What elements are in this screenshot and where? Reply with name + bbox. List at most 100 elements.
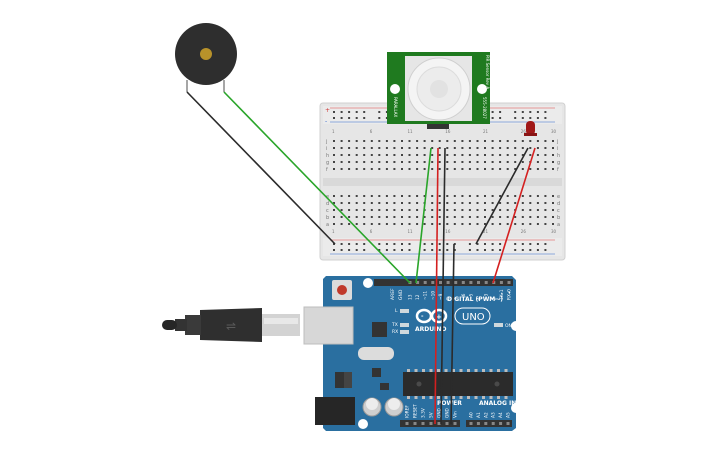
rail-hole[interactable] bbox=[476, 243, 479, 245]
breadboard-hole[interactable] bbox=[506, 168, 509, 170]
breadboard-hole[interactable] bbox=[552, 168, 554, 170]
breadboard-hole[interactable] bbox=[491, 161, 494, 163]
breadboard-hole[interactable] bbox=[431, 223, 434, 225]
breadboard-hole[interactable] bbox=[408, 202, 411, 204]
breadboard-hole[interactable] bbox=[378, 209, 381, 211]
breadboard-hole[interactable] bbox=[378, 195, 381, 197]
breadboard-hole[interactable] bbox=[499, 202, 502, 204]
rail-hole[interactable] bbox=[348, 249, 351, 251]
breadboard-hole[interactable] bbox=[355, 223, 358, 225]
rail-hole[interactable] bbox=[536, 111, 539, 113]
breadboard-hole[interactable] bbox=[416, 140, 419, 142]
rail-hole[interactable] bbox=[408, 249, 411, 251]
rail-hole[interactable] bbox=[521, 111, 524, 113]
breadboard-hole[interactable] bbox=[333, 195, 335, 197]
power-pin[interactable] bbox=[429, 422, 433, 425]
wire-buzzer-ground[interactable] bbox=[186, 91, 336, 245]
breadboard-hole[interactable] bbox=[536, 195, 539, 197]
rail-hole[interactable] bbox=[529, 111, 532, 113]
wire-pir-signal[interactable] bbox=[415, 147, 432, 284]
breadboard-hole[interactable] bbox=[348, 195, 351, 197]
rail-hole[interactable] bbox=[431, 249, 434, 251]
breadboard-hole[interactable] bbox=[484, 209, 486, 211]
breadboard-hole[interactable] bbox=[446, 154, 449, 156]
breadboard-hole[interactable] bbox=[385, 147, 388, 149]
breadboard-hole[interactable] bbox=[431, 161, 434, 163]
breadboard-hole[interactable] bbox=[521, 223, 524, 225]
breadboard-hole[interactable] bbox=[431, 154, 434, 156]
breadboard-hole[interactable] bbox=[499, 209, 502, 211]
breadboard-hole[interactable] bbox=[378, 147, 381, 149]
breadboard-hole[interactable] bbox=[355, 161, 358, 163]
breadboard-hole[interactable] bbox=[514, 216, 517, 218]
breadboard-hole[interactable] bbox=[355, 168, 358, 170]
breadboard-hole[interactable] bbox=[431, 202, 434, 204]
breadboard-hole[interactable] bbox=[423, 154, 426, 156]
analog-pin[interactable] bbox=[469, 422, 473, 425]
rail-hole[interactable] bbox=[544, 111, 547, 113]
breadboard-hole[interactable] bbox=[348, 154, 351, 156]
breadboard-hole[interactable] bbox=[438, 209, 441, 211]
breadboard-hole[interactable] bbox=[340, 168, 343, 170]
breadboard-hole[interactable] bbox=[333, 140, 335, 142]
breadboard-hole[interactable] bbox=[476, 195, 479, 197]
breadboard-hole[interactable] bbox=[355, 216, 358, 218]
rail-hole[interactable] bbox=[491, 243, 494, 245]
breadboard-hole[interactable] bbox=[438, 202, 441, 204]
rail-hole[interactable] bbox=[363, 243, 366, 245]
breadboard-hole[interactable] bbox=[363, 195, 366, 197]
breadboard-hole[interactable] bbox=[363, 147, 366, 149]
wire-gnd-rail[interactable] bbox=[450, 243, 455, 425]
breadboard-hole[interactable] bbox=[453, 168, 456, 170]
piezo-buzzer[interactable] bbox=[175, 23, 237, 92]
breadboard-hole[interactable] bbox=[348, 202, 351, 204]
breadboard-hole[interactable] bbox=[521, 140, 524, 142]
breadboard-hole[interactable] bbox=[461, 209, 464, 211]
rail-hole[interactable] bbox=[484, 243, 486, 245]
breadboard-hole[interactable] bbox=[340, 161, 343, 163]
rail-hole[interactable] bbox=[521, 249, 524, 251]
breadboard-hole[interactable] bbox=[499, 147, 502, 149]
breadboard-hole[interactable] bbox=[476, 209, 479, 211]
rail-hole[interactable] bbox=[385, 243, 388, 245]
breadboard-hole[interactable] bbox=[340, 147, 343, 149]
breadboard-hole[interactable] bbox=[401, 202, 403, 204]
breadboard-hole[interactable] bbox=[506, 223, 509, 225]
rail-hole[interactable] bbox=[333, 249, 335, 251]
breadboard-hole[interactable] bbox=[446, 168, 449, 170]
breadboard-hole[interactable] bbox=[461, 147, 464, 149]
breadboard-hole[interactable] bbox=[491, 223, 494, 225]
breadboard-hole[interactable] bbox=[333, 154, 335, 156]
analog-pin[interactable] bbox=[476, 422, 480, 425]
breadboard-hole[interactable] bbox=[476, 223, 479, 225]
breadboard-hole[interactable] bbox=[393, 223, 396, 225]
rail-hole[interactable] bbox=[529, 243, 532, 245]
breadboard-hole[interactable] bbox=[446, 216, 449, 218]
breadboard-hole[interactable] bbox=[544, 209, 547, 211]
rail-hole[interactable] bbox=[521, 117, 524, 119]
breadboard-hole[interactable] bbox=[340, 202, 343, 204]
breadboard-hole[interactable] bbox=[393, 147, 396, 149]
breadboard-hole[interactable] bbox=[476, 202, 479, 204]
breadboard-hole[interactable] bbox=[461, 195, 464, 197]
rail-hole[interactable] bbox=[491, 249, 494, 251]
breadboard-hole[interactable] bbox=[340, 154, 343, 156]
breadboard-hole[interactable] bbox=[552, 147, 554, 149]
breadboard-hole[interactable] bbox=[438, 161, 441, 163]
breadboard-hole[interactable] bbox=[333, 209, 335, 211]
rail-hole[interactable] bbox=[468, 243, 471, 245]
breadboard-hole[interactable] bbox=[453, 140, 456, 142]
breadboard-hole[interactable] bbox=[423, 195, 426, 197]
breadboard-hole[interactable] bbox=[416, 216, 419, 218]
breadboard-hole[interactable] bbox=[446, 223, 449, 225]
breadboard-hole[interactable] bbox=[416, 223, 419, 225]
breadboard-hole[interactable] bbox=[468, 147, 471, 149]
breadboard-hole[interactable] bbox=[484, 195, 486, 197]
breadboard-hole[interactable] bbox=[385, 154, 388, 156]
breadboard-hole[interactable] bbox=[499, 223, 502, 225]
breadboard-hole[interactable] bbox=[401, 154, 403, 156]
rail-hole[interactable] bbox=[491, 117, 494, 119]
breadboard-hole[interactable] bbox=[438, 168, 441, 170]
breadboard-hole[interactable] bbox=[529, 140, 532, 142]
rail-hole[interactable] bbox=[529, 117, 532, 119]
